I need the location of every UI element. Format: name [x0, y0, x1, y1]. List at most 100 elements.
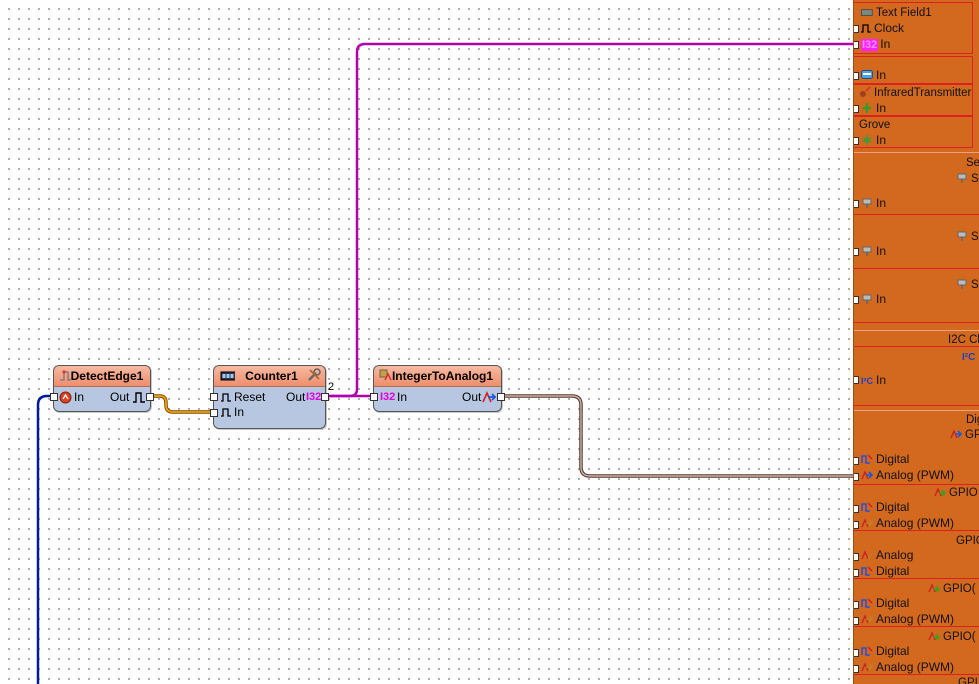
- analog-pwm-icon: [861, 470, 873, 480]
- svg-text:I²C: I²C: [962, 352, 975, 363]
- gpio-2-title: GPIO: [934, 486, 978, 500]
- counter-header[interactable]: Counter1: [214, 366, 325, 387]
- gpio-4-digital-pin[interactable]: [854, 601, 859, 609]
- i2c-in-pin[interactable]: [854, 376, 859, 384]
- text-field-title: Text Field1: [859, 6, 932, 20]
- servo-2-in-label: In: [861, 244, 886, 258]
- gpio-2-digital-pin[interactable]: [854, 505, 859, 513]
- analog-icon: [861, 550, 873, 560]
- servo-1-title-text: Se: [971, 173, 979, 185]
- gpio-component-5[interactable]: GPIO( Digital Analog (PWM): [854, 628, 979, 675]
- svg-text:I²C: I²C: [861, 376, 873, 386]
- gpio-4-analog-pin[interactable]: [854, 617, 859, 625]
- text-field-clock-pin[interactable]: [854, 25, 859, 33]
- infrared-in-pin[interactable]: [854, 105, 859, 113]
- i2c-icon: I²C: [861, 376, 873, 386]
- counter-in-pin[interactable]: [210, 409, 218, 417]
- counter-in-label: In: [221, 405, 244, 419]
- gpio-component-1[interactable]: GP Digital Analog (PWM): [854, 426, 979, 485]
- detectedge-header[interactable]: DetectEdge1: [54, 366, 150, 387]
- plug-icon: [863, 103, 871, 113]
- wire-blue-input[interactable]: [36, 394, 53, 684]
- wire-detectedge-to-counter[interactable]: [152, 394, 213, 414]
- servo-icon: [862, 198, 872, 208]
- display-in-pin[interactable]: [854, 72, 859, 80]
- servo-icon: [862, 246, 872, 256]
- text-field-in-type: I32: [861, 39, 879, 51]
- digital-icon: [861, 646, 873, 656]
- detectedge-in-pin[interactable]: [50, 393, 58, 401]
- gpio-3-digital-pin[interactable]: [854, 569, 859, 577]
- grove-in-pin[interactable]: [854, 137, 859, 145]
- gpio-3-analog-pin[interactable]: [854, 553, 859, 561]
- wrench-icon[interactable]: [307, 368, 321, 382]
- gpio-component-2[interactable]: GPIO Digital Analog (PWM): [854, 484, 979, 531]
- digital-icon: [861, 454, 873, 464]
- counter-reset-pin[interactable]: [210, 393, 218, 401]
- servo-2-title-text: Se: [971, 231, 979, 243]
- gpio-5-digital-label: Digital: [861, 644, 909, 658]
- infrared-component[interactable]: InfraredTransmitter In: [854, 84, 973, 116]
- gpio-5-digital-pin[interactable]: [854, 649, 859, 657]
- gpio-3-title: GPIO: [956, 535, 979, 547]
- gpio-icon: [928, 631, 940, 641]
- servo-icon: [957, 173, 967, 183]
- gpio-4-analog-label: Analog (PWM): [861, 612, 954, 626]
- servo-component-2[interactable]: Se In: [854, 228, 979, 269]
- detectedge-out-pin[interactable]: [146, 393, 154, 401]
- gpio-5-analog-label: Analog (PWM): [861, 660, 954, 674]
- display-icon: [861, 70, 873, 79]
- gpio-3-analog-label: Analog: [861, 548, 913, 562]
- gpio-4-title-text: GPIO(: [943, 583, 976, 595]
- display-component[interactable]: In: [854, 56, 973, 84]
- gpio-2-digital-text: Digital: [876, 500, 910, 514]
- gpio-5-analog-pin[interactable]: [854, 665, 859, 673]
- servo-2-in-pin[interactable]: [854, 248, 859, 256]
- wire-counter-to-textfield[interactable]: [328, 42, 853, 398]
- wire-analog-to-board[interactable]: [503, 394, 853, 478]
- counter-value-label: 2: [328, 381, 335, 393]
- counter-out-pin[interactable]: [321, 393, 329, 401]
- gpio-1-digital-pin[interactable]: [854, 457, 859, 465]
- integertoanalog-in-pin[interactable]: [370, 393, 378, 401]
- integertoanalog-header[interactable]: IntegerToAnalog1: [374, 366, 501, 387]
- analog-pwm-icon: [861, 614, 873, 624]
- gpio-1-analog-pin[interactable]: [854, 473, 859, 481]
- gpio-4-digital-text: Digital: [876, 596, 910, 610]
- gpio-bottom-title: GPI: [958, 677, 978, 684]
- gpio-4-digital-label: Digital: [861, 596, 909, 610]
- counter-node[interactable]: Counter1 Reset In Out I32: [213, 365, 326, 429]
- integertoanalog-in-type: I32: [380, 391, 396, 403]
- counter-out-label: Out: [286, 390, 306, 404]
- gpio-4-title: GPIO(: [928, 582, 976, 596]
- text-field-in-pin[interactable]: [854, 41, 859, 49]
- digital-icon: [861, 502, 873, 512]
- servo-1-in-pin[interactable]: [854, 200, 859, 208]
- servo-component-3[interactable]: Se In: [854, 276, 979, 323]
- integertoanalog-node[interactable]: IntegerToAnalog1 I32 In Out: [373, 365, 502, 412]
- gpio-5-title: GPIO(: [928, 630, 976, 644]
- counter-icon: [220, 371, 235, 381]
- text-field-clock-text: Clock: [874, 21, 905, 35]
- gpio-2-analog-pin[interactable]: [854, 521, 859, 529]
- gpio-component-4[interactable]: GPIO( Digital Analog (PWM): [854, 580, 979, 627]
- gpio-component-3[interactable]: GPIO Analog Digital: [854, 532, 979, 579]
- detectedge-node[interactable]: DetectEdge1 In Out: [53, 365, 151, 412]
- counter-reset-text: Reset: [234, 390, 266, 404]
- infrared-in-text: In: [876, 101, 887, 115]
- servo-component-1[interactable]: Se In: [854, 170, 979, 215]
- counter-title: Counter1: [245, 369, 298, 383]
- grove-component[interactable]: Grove In: [854, 116, 973, 148]
- gpio-3-digital-label: Digital: [861, 564, 909, 578]
- digital-icon: [861, 566, 873, 576]
- servo-3-in-pin[interactable]: [854, 296, 859, 304]
- analog-pwm-icon: [861, 518, 873, 528]
- integertoanalog-out-pin[interactable]: [497, 393, 505, 401]
- clock-icon: [221, 393, 231, 402]
- servo-2-in-text: In: [876, 244, 887, 258]
